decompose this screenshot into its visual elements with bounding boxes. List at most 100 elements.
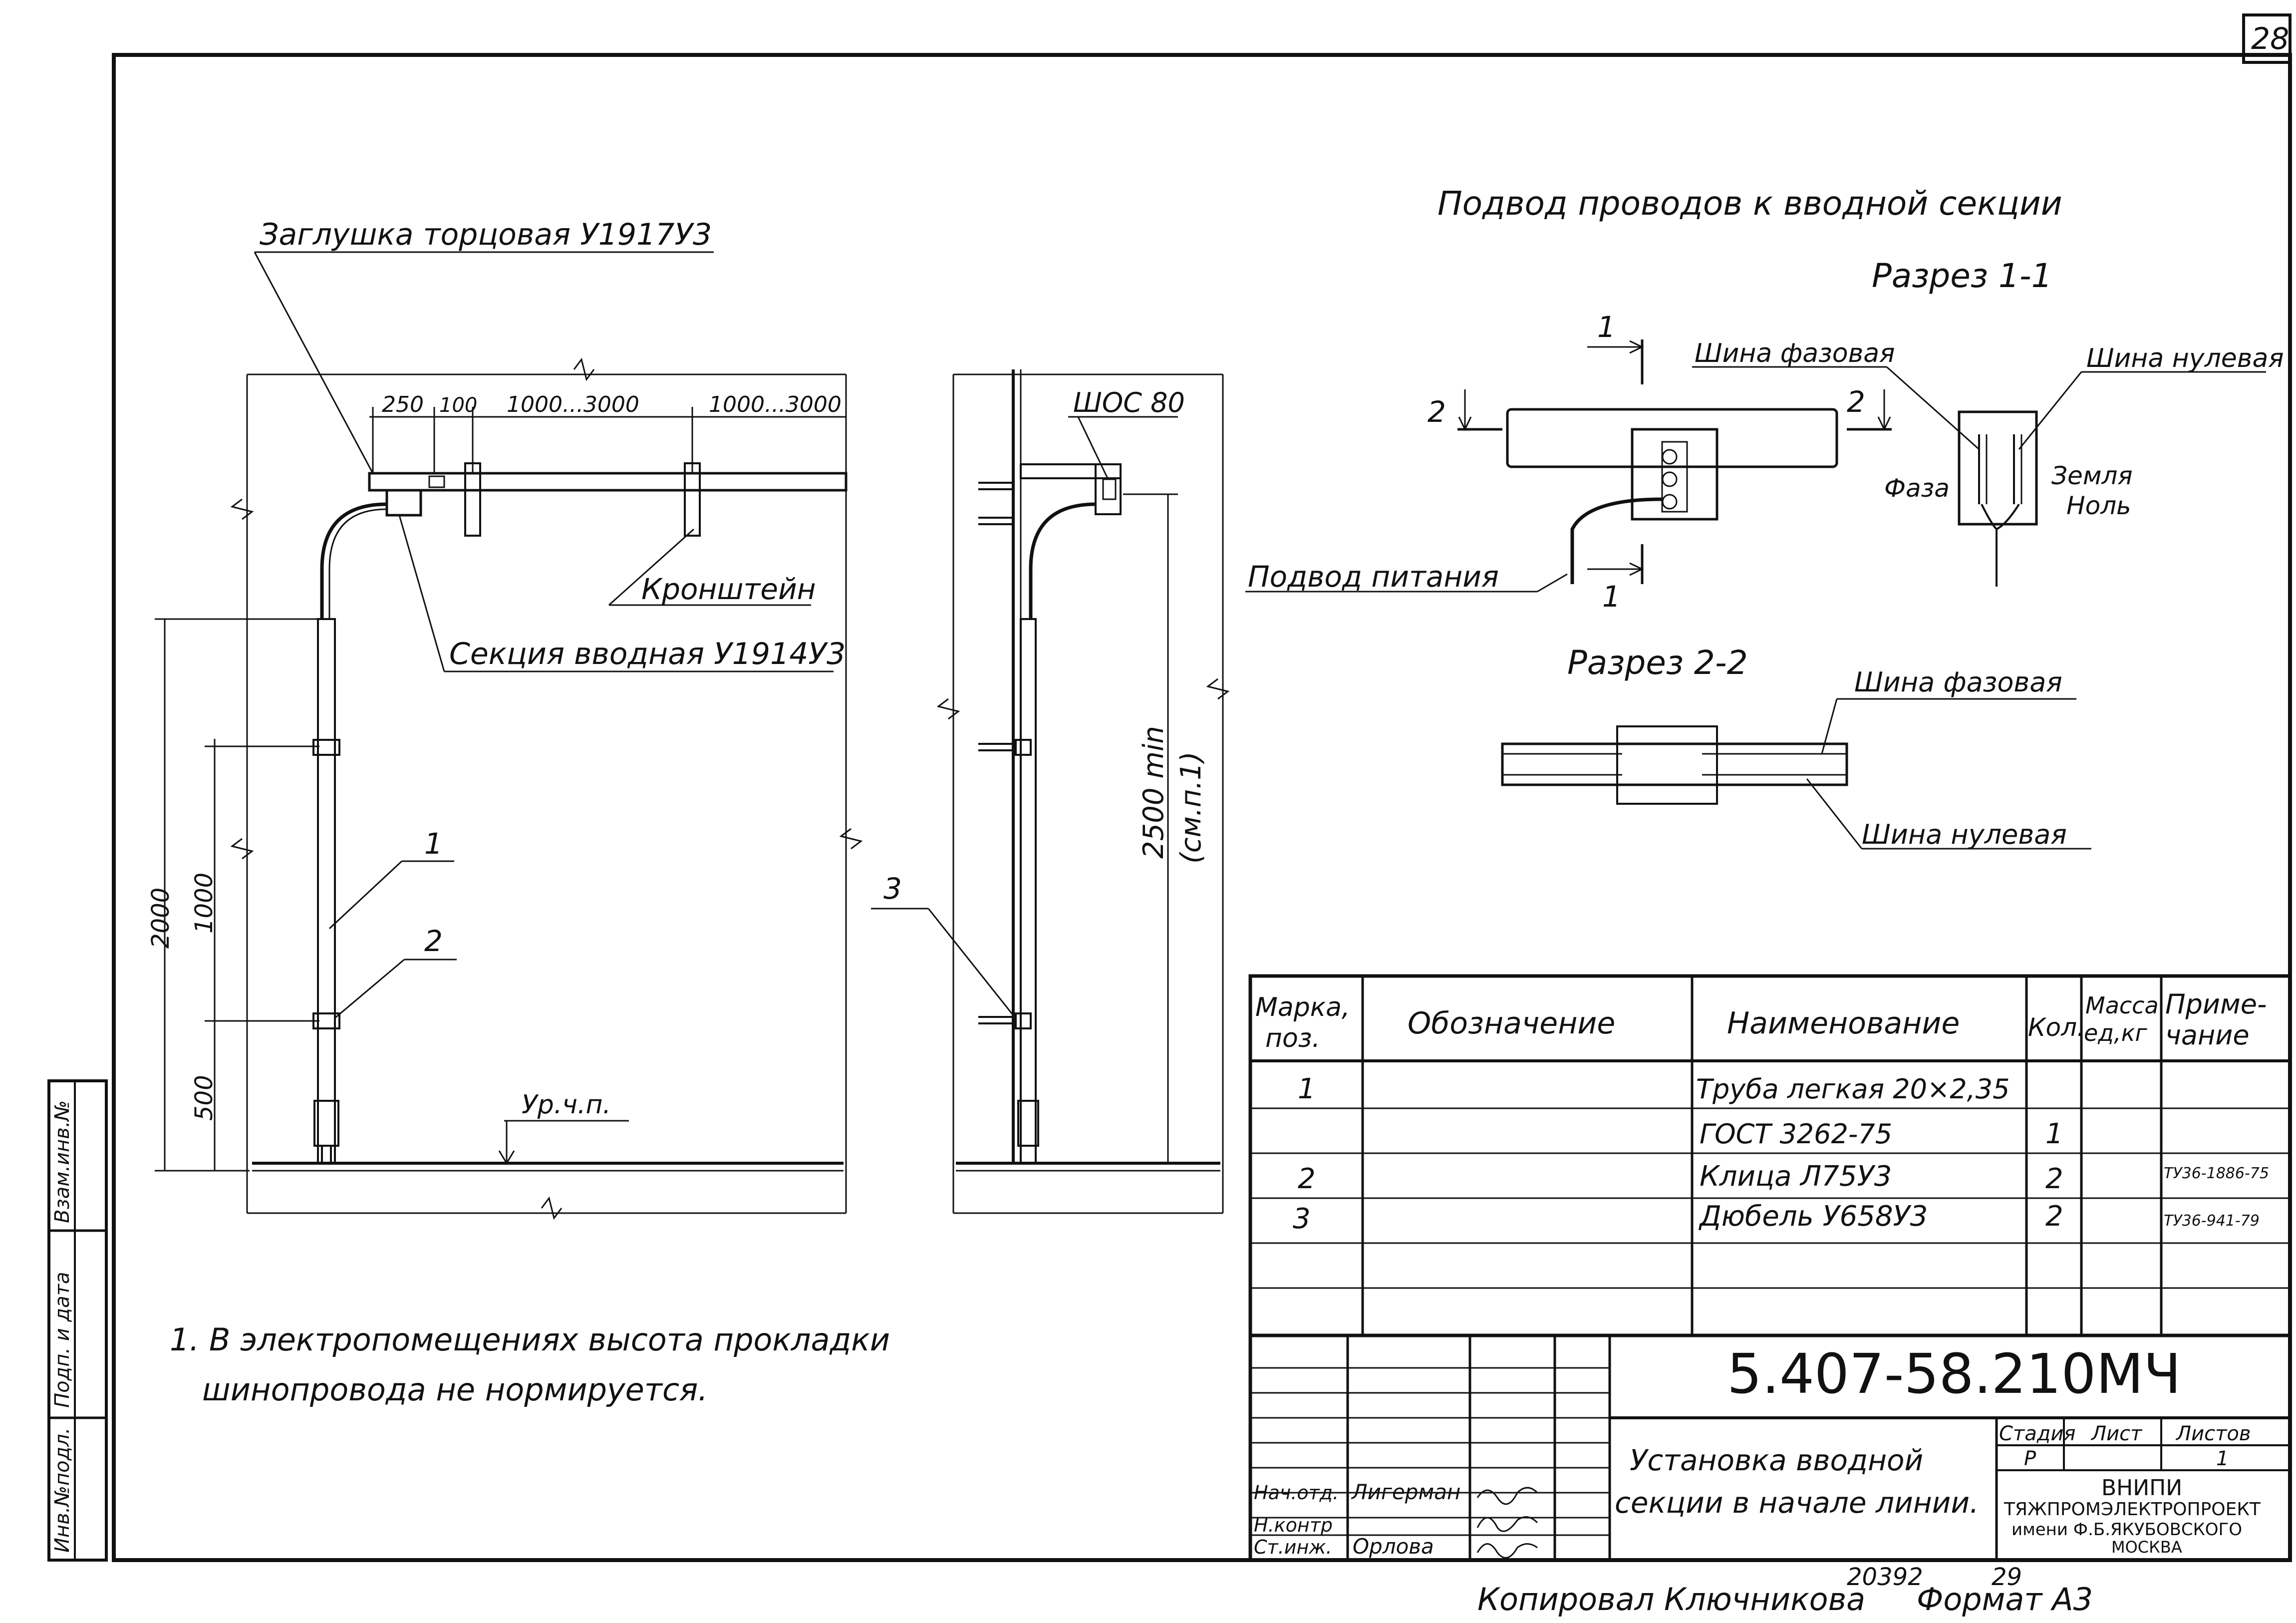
hdr-designation: Обозначение bbox=[1408, 1006, 1615, 1041]
pos-3-label: 3 bbox=[883, 872, 902, 906]
phase-bus-label-2: Шина фазовая bbox=[1854, 666, 2062, 698]
zero-label: Ноль bbox=[2066, 491, 2131, 520]
role-3: Ст.инж. bbox=[1254, 1536, 1332, 1558]
neutral-bus-label-1: Шина нулевая bbox=[2086, 343, 2284, 373]
sheets-value: 1 bbox=[2216, 1447, 2229, 1470]
power-feed-label: Подвод питания bbox=[1248, 560, 1499, 594]
pos-1-label: 1 bbox=[424, 827, 443, 861]
spec-table: Марка,поз. Обозначение Наименование Кол.… bbox=[1248, 974, 2292, 1337]
stage-label: Стадия bbox=[1999, 1422, 2075, 1445]
role-2: Н.контр bbox=[1254, 1514, 1333, 1536]
dim-1000-3000-a: 1000...3000 bbox=[507, 392, 639, 417]
dim-2000: 2000 bbox=[147, 888, 175, 949]
dim-500: 500 bbox=[190, 1075, 218, 1121]
hdr-note-2: чание bbox=[2165, 1019, 2250, 1051]
phase-label: Фаза bbox=[1884, 474, 1950, 503]
hdr-mark-1: Марка, bbox=[1255, 992, 1350, 1022]
bracket-label: Кронштейн bbox=[641, 572, 816, 606]
copied-by: Копировал Ключникова bbox=[1477, 1581, 1865, 1618]
section-2-2: Разрез 2-2 Шина фазовая Шина нулевая bbox=[1501, 644, 2091, 850]
note-line-1: 1. В электропомещениях высота прокладки bbox=[170, 1321, 890, 1358]
hdr-note-1: Приме- bbox=[2165, 988, 2267, 1020]
signature-1 bbox=[1476, 1487, 1538, 1505]
hdr-qty: Кол. bbox=[2028, 1013, 2085, 1042]
phase-bus-label-1: Шина фазовая bbox=[1695, 338, 1895, 368]
earth-label: Земля bbox=[2051, 461, 2133, 490]
sheets-label: Листов bbox=[2175, 1422, 2251, 1445]
dim-see-note: (см.п.1) bbox=[1175, 751, 1207, 864]
hdr-note: Приме-чание bbox=[2165, 988, 2267, 1051]
doc-code: 5.407-58.210МЧ bbox=[1727, 1342, 2181, 1406]
dim-100: 100 bbox=[439, 394, 477, 417]
note-line-2: шинопровода не нормируется. bbox=[202, 1371, 708, 1408]
format-label: Формат А3 bbox=[1917, 1581, 2093, 1618]
dim-250: 250 bbox=[382, 392, 424, 417]
side-stamps: Инв.№подл. Подп. и дата Взам.инв.№ bbox=[47, 1079, 108, 1562]
row-1-name: Труба легкая 20×2,35 bbox=[1696, 1073, 2009, 1105]
top-dimensions: 250 100 1000...3000 1000...3000 bbox=[369, 392, 846, 473]
title-block: Нач.отд. Лигерман Н.контр Ст.инж. Орлова… bbox=[1248, 1333, 2292, 1562]
role-1: Нач.отд. bbox=[1254, 1482, 1339, 1504]
cut-1-top: 1 bbox=[1597, 310, 1616, 344]
section-title: Подвод проводов к вводной секции bbox=[1437, 184, 2062, 223]
signature-2 bbox=[1476, 1516, 1538, 1532]
section-1-1: Подвод проводов к вводной секции Разрез … bbox=[1245, 184, 2284, 614]
shos-label: ШОС 80 bbox=[1073, 387, 1185, 418]
cut-2-left: 2 bbox=[1428, 395, 1446, 429]
inv-orig-label: Инв.№подл. bbox=[51, 1427, 74, 1553]
end-cap-label: Заглушка торцовая У1917У3 bbox=[260, 217, 712, 252]
front-view-labels: Заглушка торцовая У1917У3 Кронштейн Секц… bbox=[254, 217, 846, 1165]
dim-2500: 2500 min bbox=[1138, 726, 1170, 859]
row-3-name: Клица Л75У3 bbox=[1700, 1160, 1892, 1193]
row-3-pos: 2 bbox=[1298, 1163, 1316, 1195]
row-1-pos: 1 bbox=[1298, 1073, 1316, 1105]
row-3-note: ТУ36-1886-75 bbox=[2164, 1165, 2269, 1182]
hdr-name: Наименование bbox=[1727, 1006, 1960, 1041]
entry-section-label: Секция вводная У1914У3 bbox=[449, 637, 846, 671]
row-4-pos: 3 bbox=[1293, 1203, 1311, 1235]
row-2-name: ГОСТ 3262-75 bbox=[1700, 1118, 1892, 1150]
signature-3 bbox=[1476, 1543, 1538, 1559]
sheet-label: Лист bbox=[2090, 1422, 2143, 1445]
org-line-1: ВНИПИ bbox=[2101, 1475, 2182, 1501]
note: 1. В электропомещениях высота прокладки … bbox=[170, 1321, 890, 1408]
hdr-mark-2: поз. bbox=[1265, 1023, 1320, 1053]
row-4-qty: 2 bbox=[2045, 1200, 2063, 1233]
title-line-2: секции в начале линии. bbox=[1615, 1486, 1979, 1520]
inv-repl-label: Взам.инв.№ bbox=[51, 1100, 74, 1223]
row-4-name: Дюбель У658У3 bbox=[1698, 1200, 1928, 1233]
cut-2-right: 2 bbox=[1847, 385, 1865, 419]
name-3: Орлова bbox=[1353, 1534, 1434, 1559]
dim-1000: 1000 bbox=[190, 873, 218, 934]
section-1-title: Разрез 1-1 bbox=[1872, 257, 2052, 295]
row-3-qty: 2 bbox=[2045, 1163, 2063, 1195]
side-view: ШОС 80 2500 min (см.п.1) 3 bbox=[871, 369, 1230, 1214]
hdr-mass-2: ед,кг bbox=[2084, 1019, 2148, 1046]
neutral-bus-label-2: Шина нулевая bbox=[1862, 819, 2067, 850]
row-4-note: ТУ36-941-79 bbox=[2164, 1212, 2260, 1230]
footer-num-a: 20392 bbox=[1847, 1563, 1923, 1591]
title-line-1: Установка вводной bbox=[1630, 1443, 1923, 1477]
hdr-mass-1: Масса bbox=[2085, 992, 2159, 1019]
cut-1-bottom: 1 bbox=[1602, 580, 1621, 614]
section-2-title: Разрез 2-2 bbox=[1567, 644, 1748, 682]
org-line-4: МОСКВА bbox=[2111, 1538, 2182, 1557]
footer: Копировал Ключникова 20392 29 Формат А3 bbox=[1477, 1563, 2093, 1618]
sheet-number: 28 bbox=[2251, 21, 2289, 56]
vertical-dimensions: 2000 1000 500 bbox=[147, 618, 319, 1172]
hdr-mark: Марка,поз. bbox=[1255, 992, 1350, 1053]
stage-value: Р bbox=[2024, 1447, 2036, 1470]
sheet-frame: 28 bbox=[112, 13, 2292, 1562]
front-view: 250 100 1000...3000 1000...3000 2000 100… bbox=[147, 217, 863, 1220]
row-2-qty: 1 bbox=[2045, 1118, 2063, 1150]
org-line-2: ТЯЖПРОМЭЛЕКТРОПРОЕКТ bbox=[2004, 1499, 2261, 1520]
pos-2-label: 2 bbox=[424, 924, 443, 958]
org-line-3: имени Ф.Б.ЯКУБОВСКОГО bbox=[2011, 1520, 2242, 1540]
dim-1000-3000-b: 1000...3000 bbox=[709, 392, 842, 417]
name-1: Лигерман bbox=[1351, 1480, 1460, 1504]
floor-level-label: Ур.ч.п. bbox=[522, 1090, 611, 1120]
sign-date-label: Подп. и дата bbox=[51, 1272, 74, 1408]
footer-num-b: 29 bbox=[1992, 1563, 2022, 1591]
